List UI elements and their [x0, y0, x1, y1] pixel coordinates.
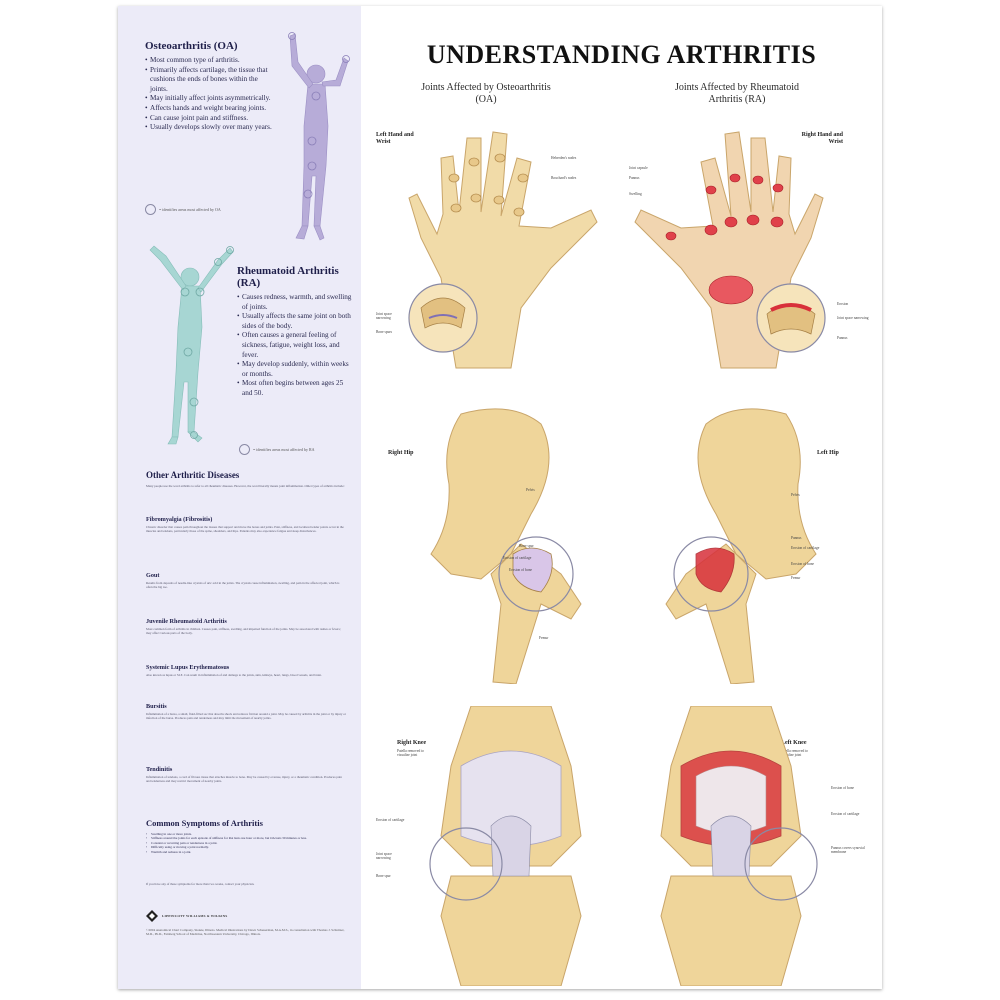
list-item: May develop suddenly, within weeks or mo…	[237, 360, 355, 379]
lupus-title: Systemic Lupus Erythematosus	[146, 664, 230, 671]
illustration-area: UNDERSTANDING ARTHRITIS Joints Affected …	[361, 6, 882, 989]
oa-heading: Osteoarthritis (OA)	[145, 40, 238, 52]
pannus-label: Pannus	[629, 176, 640, 180]
publisher-name: LIPPINCOTT WILLIAMS & WILKINS	[162, 914, 228, 918]
ra-hip-illustration	[665, 408, 817, 684]
arthritis-poster: Osteoarthritis (OA) Most common type of …	[118, 6, 882, 989]
list-item: Swelling in one or more joints.	[146, 832, 346, 837]
gout-text: Results from deposits of needle-like cry…	[146, 581, 340, 590]
erosion-bone-hip-l-label: Erosion of bone	[791, 562, 814, 566]
publisher-logo: LIPPINCOTT WILLIAMS & WILKINS	[146, 910, 227, 922]
oa-column-heading: Joints Affected by Osteoarthritis (OA)	[421, 82, 551, 105]
ra-legend-text: = identifies areas most affected by RA	[253, 447, 315, 452]
right-hand-label: Right Hand and Wrist	[801, 132, 843, 145]
erosion-bone-knee-label: Erosion of bone	[831, 786, 854, 790]
fibromyalgia-text: Chronic disorder that causes pain throug…	[146, 525, 344, 534]
erosion-cart-knee-l-label: Erosion of cartilage	[831, 812, 860, 816]
bursitis-text: Inflammation of a bursa, a small, fluid-…	[146, 712, 346, 721]
pannus-hip-label: Pannus	[791, 536, 802, 540]
patella-removed-r-label: Patella removed to visualize joint	[397, 749, 424, 758]
ra-body-figure	[149, 245, 234, 445]
bouchards-label: Bouchard's nodes	[551, 176, 577, 180]
erosion-bone-hip-label: Erosion of bone	[509, 568, 532, 572]
symptoms-heading: Common Symptoms of Arthritis	[146, 818, 263, 828]
list-item: Constant or recurring pain or tenderness…	[146, 841, 346, 846]
femur-r-label: Femur	[539, 636, 549, 640]
right-knee-label: Right Knee	[397, 740, 427, 746]
circle-marker-icon	[239, 444, 250, 455]
joint-space-ra-label: Joint space narrowing	[837, 316, 869, 320]
erosion-cartilage-knee-label: Erosion of cartilage	[376, 818, 405, 822]
joint-capsule-label: Joint capsule	[629, 166, 648, 170]
left-hip-label: Left Hip	[817, 450, 839, 456]
bone-spur-hip-label: Bone spur	[519, 544, 534, 548]
oa-legend-text: = identifies areas most affected by OA	[159, 207, 221, 212]
bursitis-title: Bursitis	[146, 703, 167, 710]
page-title: UNDERSTANDING ARTHRITIS	[426, 40, 817, 69]
list-item: Can cause joint pain and stiffness.	[145, 114, 273, 124]
symptoms-note: If you have any of these symptoms for mo…	[146, 882, 255, 886]
jra-text: Most common form of arthritis in childre…	[146, 627, 341, 636]
left-knee-label: Left Knee	[781, 740, 807, 746]
list-item: Difficulty using or moving a joint norma…	[146, 845, 346, 850]
oa-legend: = identifies areas most affected by OA	[145, 204, 221, 215]
copyright-text: ©2004 Anatomical Chart Company, Skokie, …	[146, 928, 345, 937]
jra-title: Juvenile Rheumatoid Arthritis	[146, 618, 227, 625]
list-item: Most common type of arthritis.	[145, 56, 273, 66]
symptoms-list: Swelling in one or more joints. Stiffnes…	[146, 832, 346, 854]
ra-column-heading: Joints Affected by Rheumatoid Arthritis …	[675, 82, 799, 105]
list-item: Usually affects the same joint on both s…	[237, 312, 355, 331]
bone-spurs-label: Bone spurs	[376, 330, 393, 334]
ra-legend: = identifies areas most affected by RA	[239, 444, 315, 455]
oa-hip-illustration	[430, 408, 582, 684]
list-item: Causes redness, warmth, and swelling of …	[237, 293, 355, 312]
pannus-2-label: Pannus	[837, 336, 848, 340]
ra-hand-illustration	[634, 131, 826, 369]
fibromyalgia-title: Fibromyalgia (Fibrositis)	[146, 516, 213, 523]
ra-heading: Rheumatoid Arthritis (RA)	[237, 265, 339, 289]
left-hand-label: Left Hand and Wrist	[376, 132, 414, 145]
pannus-knee-label: Pannus covers synovial membrane	[831, 846, 865, 855]
oa-bullets: Most common type of arthritis. Primarily…	[145, 56, 273, 133]
pelvis-l-label: Pelvis	[791, 493, 800, 497]
erosion-label: Erosion	[837, 302, 849, 306]
list-item: Affects hands and weight bearing joints.	[145, 104, 273, 114]
list-item: May initially affect joints asymmetrical…	[145, 94, 273, 104]
tendinitis-text: Inflammation of tendons, a cord of fibro…	[146, 775, 342, 784]
bone-spur-knee-label: Bone spur	[376, 874, 391, 878]
info-sidebar: Osteoarthritis (OA) Most common type of …	[118, 6, 361, 989]
gout-title: Gout	[146, 572, 160, 579]
tendinitis-title: Tendinitis	[146, 766, 173, 773]
femur-l-label: Femur	[791, 576, 801, 580]
ra-bullets: Causes redness, warmth, and swelling of …	[237, 293, 355, 399]
joint-space-oa-label: Joint space narrowing	[376, 312, 392, 321]
oa-body-figure	[288, 32, 350, 241]
lupus-text: Also known as lupus or SLE. Can result i…	[146, 673, 322, 677]
oa-knee-illustration	[429, 706, 582, 986]
list-item: Usually develops slowly over many years.	[145, 123, 273, 133]
oa-hand-illustration	[408, 131, 598, 369]
erosion-cartilage-hip-label: Erosion of cartilage	[503, 556, 532, 560]
ra-knee-illustration	[660, 706, 818, 986]
other-diseases-heading: Other Arthritic Diseases	[146, 470, 240, 480]
swelling-label: Swelling	[629, 192, 642, 196]
publisher-emblem-icon	[146, 910, 158, 922]
list-item: Often causes a general feeling of sickne…	[237, 331, 355, 360]
list-item: Primarily affects cartilage, the tissue …	[145, 66, 273, 95]
list-item: Most often begins between ages 25 and 50…	[237, 379, 355, 398]
pelvis-r-label: Pelvis	[526, 488, 535, 492]
other-diseases-intro: Many people use the word arthritis to re…	[146, 484, 345, 488]
list-item: Warmth and redness in a joint.	[146, 850, 346, 855]
erosion-cart-hip-l-label: Erosion of cartilage	[791, 546, 820, 550]
right-hip-label: Right Hip	[388, 450, 414, 456]
list-item: Stiffness around the joints for each epi…	[146, 836, 346, 841]
joint-space-knee-label: Joint space narrowing	[376, 852, 392, 861]
heberdens-label: Heberden's nodes	[551, 156, 577, 160]
circle-marker-icon	[145, 204, 156, 215]
patella-removed-l-label: Patella removed to visualize joint	[781, 749, 808, 758]
